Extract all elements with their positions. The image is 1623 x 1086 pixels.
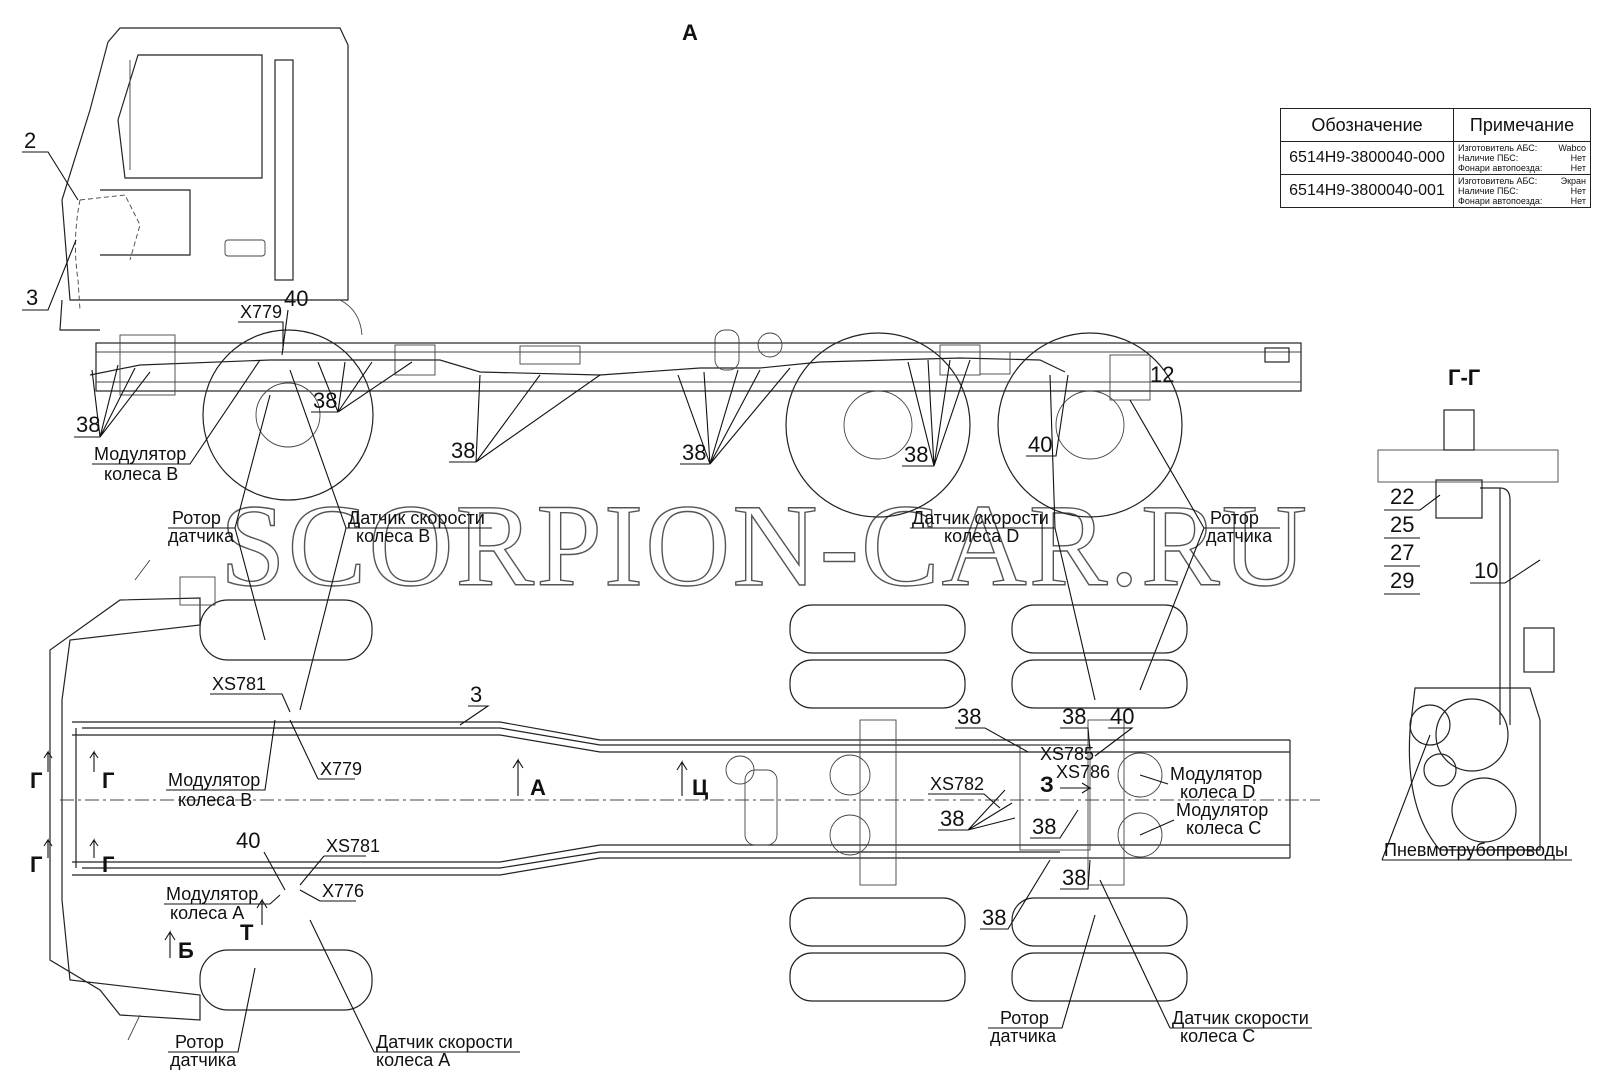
connector-x776: X776 <box>322 881 364 901</box>
view-a-marker: А <box>530 775 546 800</box>
watermark: SCORPION-CAR.RU <box>220 480 1309 611</box>
view-a-title: А <box>682 20 698 45</box>
section-g-g <box>1377 409 1559 851</box>
view-g-right-2: Г <box>102 852 115 877</box>
callout-38-side-5: 38 <box>904 442 928 467</box>
callout-29: 29 <box>1390 568 1414 593</box>
callout-12: 12 <box>1150 362 1174 387</box>
callout-22: 22 <box>1390 484 1414 509</box>
callout-40-plan-d: 40 <box>1110 704 1134 729</box>
label-sensor-d: Датчик скорости колеса D <box>912 508 1054 546</box>
row-notes: Изготовитель АБС:Wabco Наличие ПБС:Нет Ф… <box>1453 141 1591 175</box>
callout-40-side-b: 40 <box>1028 432 1052 457</box>
side-view-cab <box>59 27 363 336</box>
callout-38-plan-2: 38 <box>1062 704 1086 729</box>
table-row: 6514Н9-3800040-000 Изготовитель АБС:Wabc… <box>1280 141 1591 175</box>
callout-27: 27 <box>1390 540 1414 565</box>
side-view-frame <box>89 329 1302 518</box>
label-sensor-a: Датчик скорости колеса А <box>376 1032 518 1070</box>
callout-2: 2 <box>24 128 36 153</box>
label-rotor-a: Ротор датчика <box>170 1032 237 1070</box>
plan-view <box>49 559 1320 1041</box>
label-rotor-c: Ротор датчика <box>990 1008 1057 1046</box>
callout-38-side-1: 38 <box>76 412 100 437</box>
connector-x779-plan: X779 <box>320 759 362 779</box>
section-title: Г-Г <box>1448 365 1481 390</box>
connector-xs782: XS782 <box>930 774 984 794</box>
row-notes: Изготовитель АБС:Экран Наличие ПБС:Нет Ф… <box>1453 174 1591 208</box>
callout-38-plan-6: 38 <box>982 905 1006 930</box>
spec-table: Обозначение Примечание 6514Н9-3800040-00… <box>1280 108 1591 208</box>
label-modulator-c: Модулятор колеса С <box>1176 800 1273 838</box>
view-b-marker: Б <box>178 938 194 963</box>
view-g-left-2: Г <box>30 852 43 877</box>
label-pneumo: Пневмотрубопроводы <box>1384 840 1568 860</box>
connector-xs786: XS786 <box>1056 762 1110 782</box>
callout-38-plan-3: 38 <box>940 806 964 831</box>
connector-xs785: XS785 <box>1040 744 1094 764</box>
view-g-left-1: Г <box>30 768 43 793</box>
row-code: 6514Н9-3800040-001 <box>1280 174 1454 208</box>
label-modulator-d: Модулятор колеса D <box>1170 764 1267 802</box>
table-header-designation: Обозначение <box>1280 108 1454 142</box>
label-modulator-b-side: Модулятор колеса В <box>94 444 191 484</box>
label-sensor-b: Датчик скорости колеса В <box>348 508 490 546</box>
callout-38-plan-5: 38 <box>1062 865 1086 890</box>
label-sensor-c: Датчик скорости колеса С <box>1172 1008 1314 1046</box>
connector-xs781-bottom: XS781 <box>326 836 380 856</box>
callout-38-plan-4: 38 <box>1032 814 1056 839</box>
view-t-marker: Т <box>240 920 254 945</box>
callout-25: 25 <box>1390 512 1414 537</box>
label-modulator-b-plan: Модулятор колеса В <box>168 770 265 810</box>
label-rotor-d: Ротор датчика <box>1206 508 1273 546</box>
callout-40-side-a: 40 <box>284 286 308 311</box>
callout-10: 10 <box>1474 558 1498 583</box>
view-ts-marker: Ц <box>692 775 708 800</box>
callout-38-side-3: 38 <box>451 438 475 463</box>
connector-x779-side: X779 <box>240 302 282 322</box>
row-code: 6514Н9-3800040-000 <box>1280 141 1454 175</box>
table-row: 6514Н9-3800040-001 Изготовитель АБС:Экра… <box>1280 174 1591 208</box>
callout-40-plan-a: 40 <box>236 828 260 853</box>
label-modulator-a: Модулятор колеса А <box>166 884 263 923</box>
callout-3-plan: 3 <box>470 682 482 707</box>
view-g-right-1: Г <box>102 768 115 793</box>
label-rotor-b: Ротор датчика <box>168 508 235 546</box>
view-z-marker: З <box>1040 772 1054 797</box>
callout-3-side: 3 <box>26 285 38 310</box>
table-header-note: Примечание <box>1453 108 1591 142</box>
connector-xs781-top: XS781 <box>212 674 266 694</box>
callout-38-plan-1: 38 <box>957 704 981 729</box>
